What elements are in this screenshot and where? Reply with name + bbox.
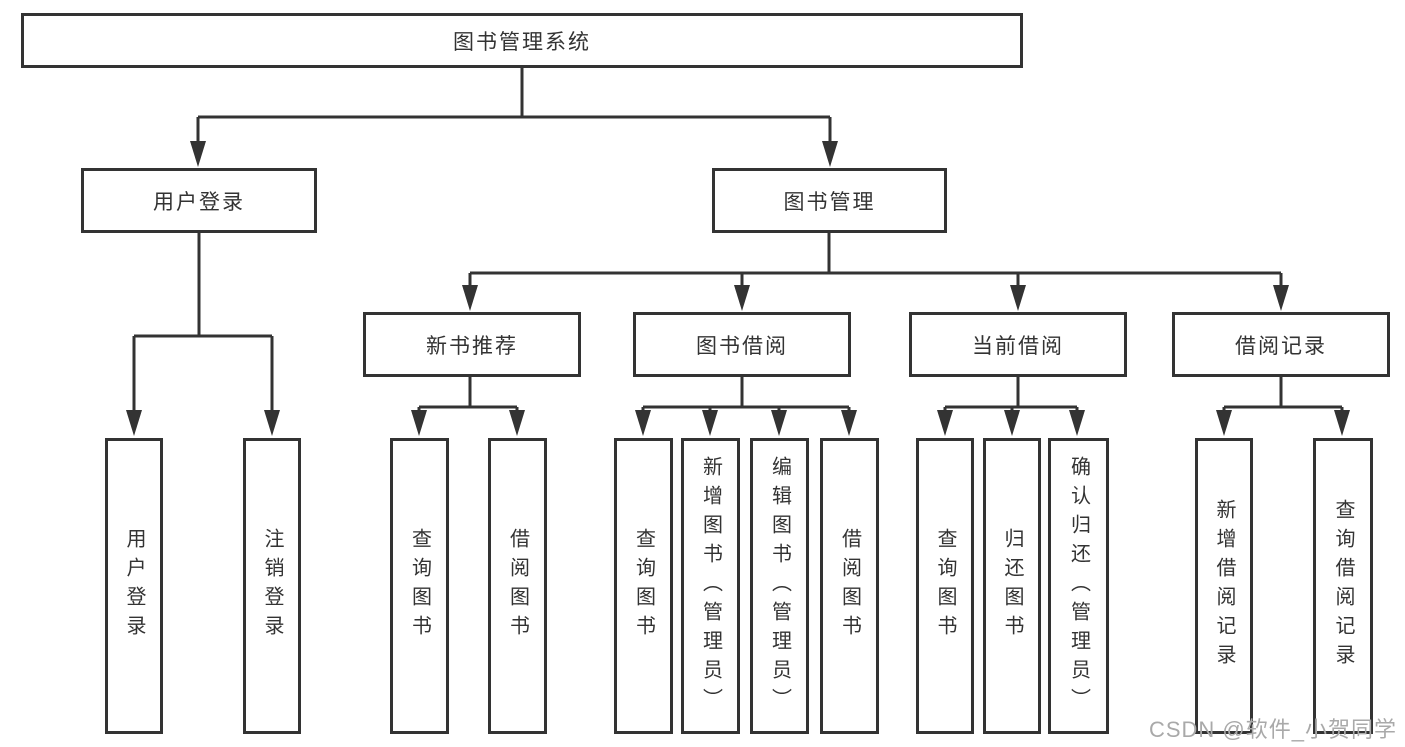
- node-new-book-recommend-label: 新书推荐: [426, 334, 518, 358]
- node-book-management-label: 图书管理: [783, 190, 876, 214]
- leaf-recommend-borrow-book: 借阅图书: [488, 438, 547, 734]
- node-book-borrow-label: 图书借阅: [696, 334, 788, 358]
- leaf-logout: 注销登录: [243, 438, 301, 734]
- node-current-borrow: 当前借阅: [909, 312, 1127, 377]
- node-book-borrow: 图书借阅: [633, 312, 851, 377]
- leaf-current-return-book: 归还图书: [983, 438, 1041, 734]
- leaf-borrow-edit-book-admin: 编辑图书（管理员）: [750, 438, 809, 734]
- node-user-login-label: 用户登录: [153, 190, 245, 214]
- leaf-borrow-borrow-book: 借阅图书: [820, 438, 879, 734]
- leaf-records-add-record: 新增借阅记录: [1195, 438, 1253, 734]
- leaf-records-query-record: 查询借阅记录: [1313, 438, 1373, 734]
- leaf-user-login: 用户登录: [105, 438, 163, 734]
- arrowheads: [126, 141, 1350, 436]
- leaf-current-query-book: 查询图书: [916, 438, 974, 734]
- csdn-watermark: CSDN @软件_小贺同学: [1148, 717, 1397, 742]
- leaf-recommend-query-book: 查询图书: [390, 438, 449, 734]
- node-borrow-records: 借阅记录: [1172, 312, 1390, 377]
- leaf-borrow-add-book-admin: 新增图书（管理员）: [681, 438, 740, 734]
- node-current-borrow-label: 当前借阅: [972, 334, 1064, 358]
- leaf-borrow-query-book: 查询图书: [614, 438, 673, 734]
- node-root: 图书管理系统: [21, 13, 1023, 68]
- leaf-current-confirm-return-admin: 确认归还（管理员）: [1048, 438, 1109, 734]
- node-root-label: 图书管理系统: [453, 30, 591, 54]
- node-new-book-recommend: 新书推荐: [363, 312, 581, 377]
- node-user-login: 用户登录: [81, 168, 317, 233]
- node-borrow-records-label: 借阅记录: [1235, 334, 1327, 358]
- node-book-management: 图书管理: [712, 168, 947, 233]
